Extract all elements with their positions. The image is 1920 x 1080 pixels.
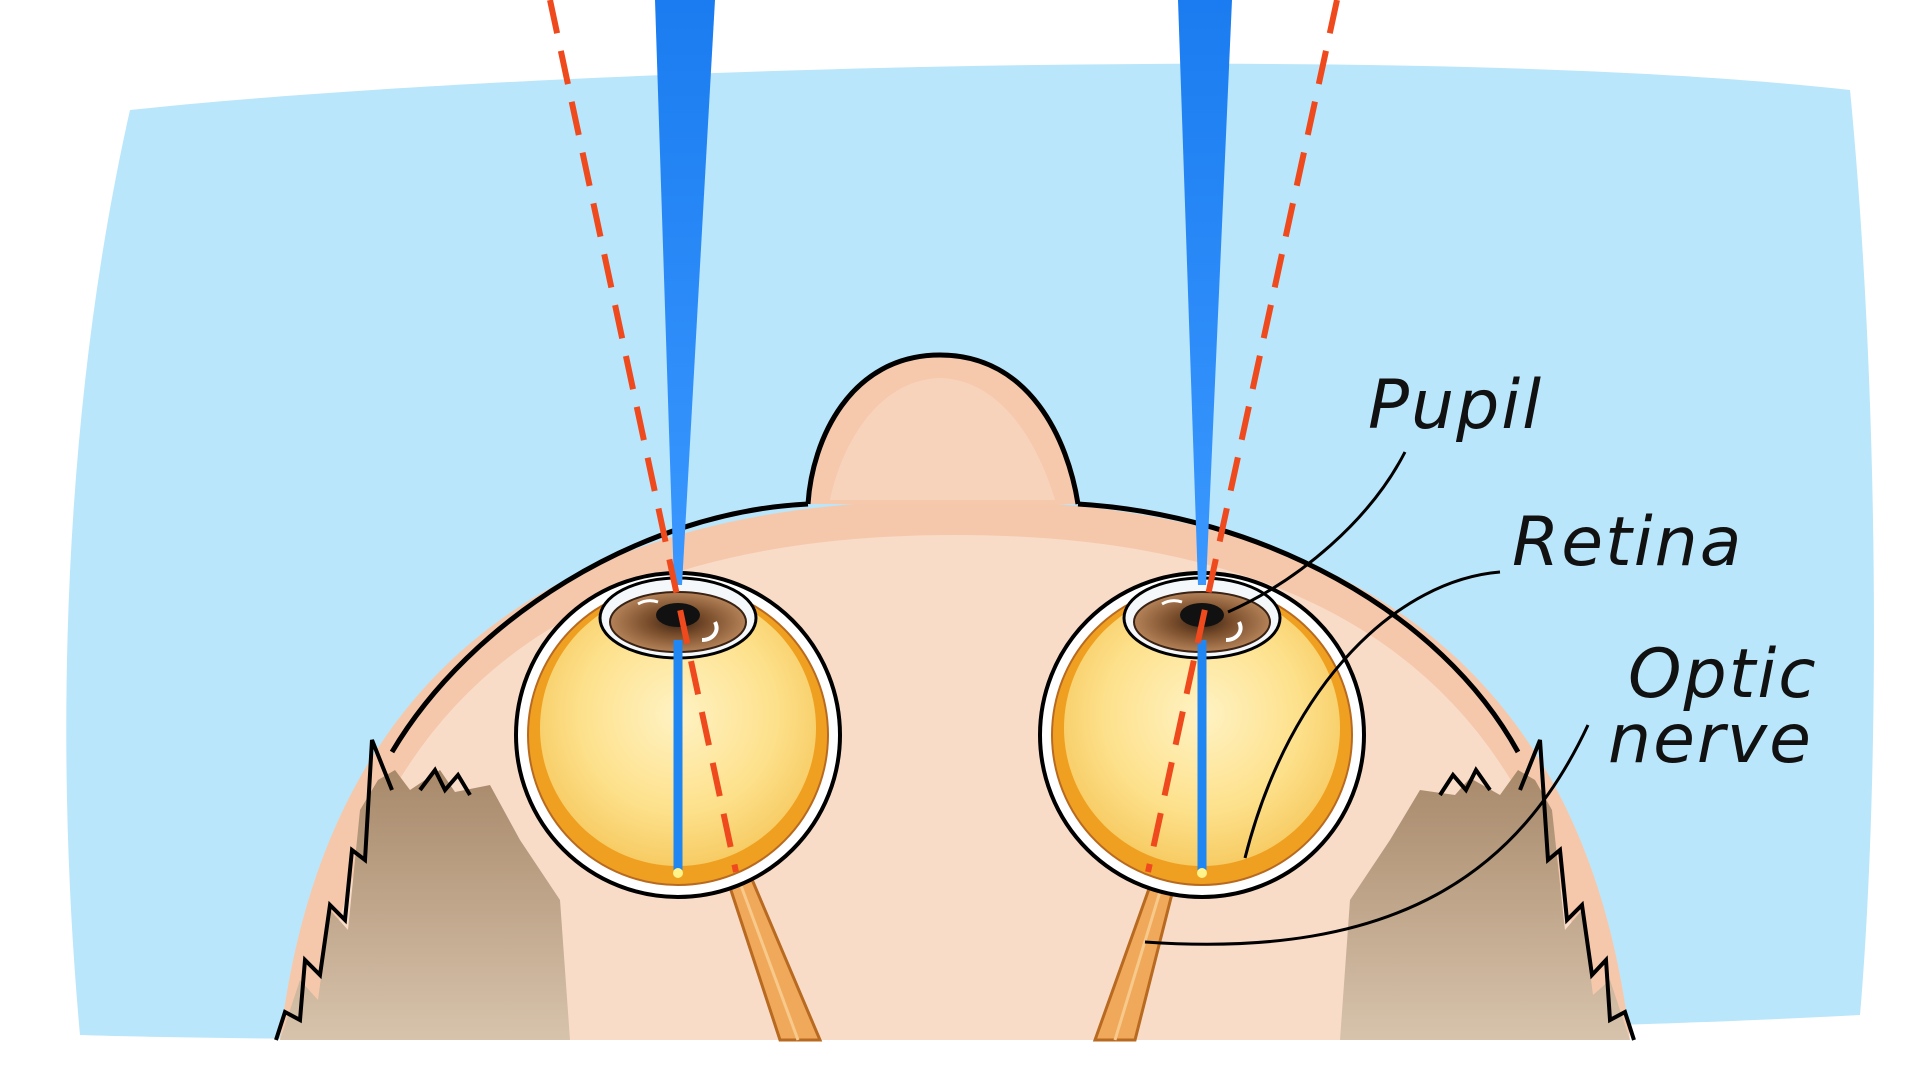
left-pupil: [656, 603, 700, 627]
sightlines: [547, 0, 1340, 873]
right-light-ray-beam: [1178, 0, 1232, 585]
hair-right-outline: [1438, 739, 1636, 1041]
optic-nerve-leader: [1144, 724, 1590, 946]
right-sightline: [1145, 0, 1340, 873]
light-rays: [655, 0, 1232, 878]
label-pupil: Pupil: [1368, 366, 1543, 445]
label-retina: Retina: [1512, 503, 1743, 582]
left-sightline: [547, 0, 739, 873]
hair-right: [1340, 770, 1630, 1040]
retina-leader: [1243, 570, 1501, 859]
hair-left-outline: [274, 739, 472, 1041]
label-optic-nerve-line1: Optic: [1628, 635, 1818, 714]
left-light-ray-beam: [655, 0, 715, 585]
hair-left: [280, 770, 570, 1040]
label-optic-nerve-line2: nerve: [1608, 700, 1813, 779]
leader-lines: [1144, 451, 1590, 946]
head-edge-shade: [280, 500, 1630, 1040]
nose-shade: [830, 378, 1055, 500]
head-outline: [389, 501, 1521, 754]
pupil-leader: [1227, 451, 1407, 614]
